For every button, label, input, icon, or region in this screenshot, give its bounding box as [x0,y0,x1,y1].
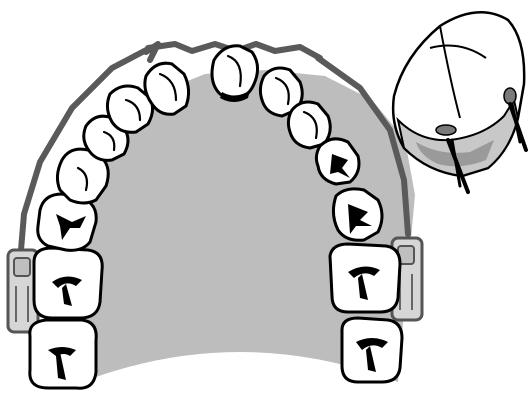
tooth-left-molar-1 [34,248,102,318]
inset-tooth-view [393,12,524,176]
tooth-right-premolar-1 [333,189,382,240]
tooth-left-molar-2 [30,320,96,388]
tooth-right-molar-2 [342,318,402,382]
tooth-right-molar-1 [330,244,400,312]
